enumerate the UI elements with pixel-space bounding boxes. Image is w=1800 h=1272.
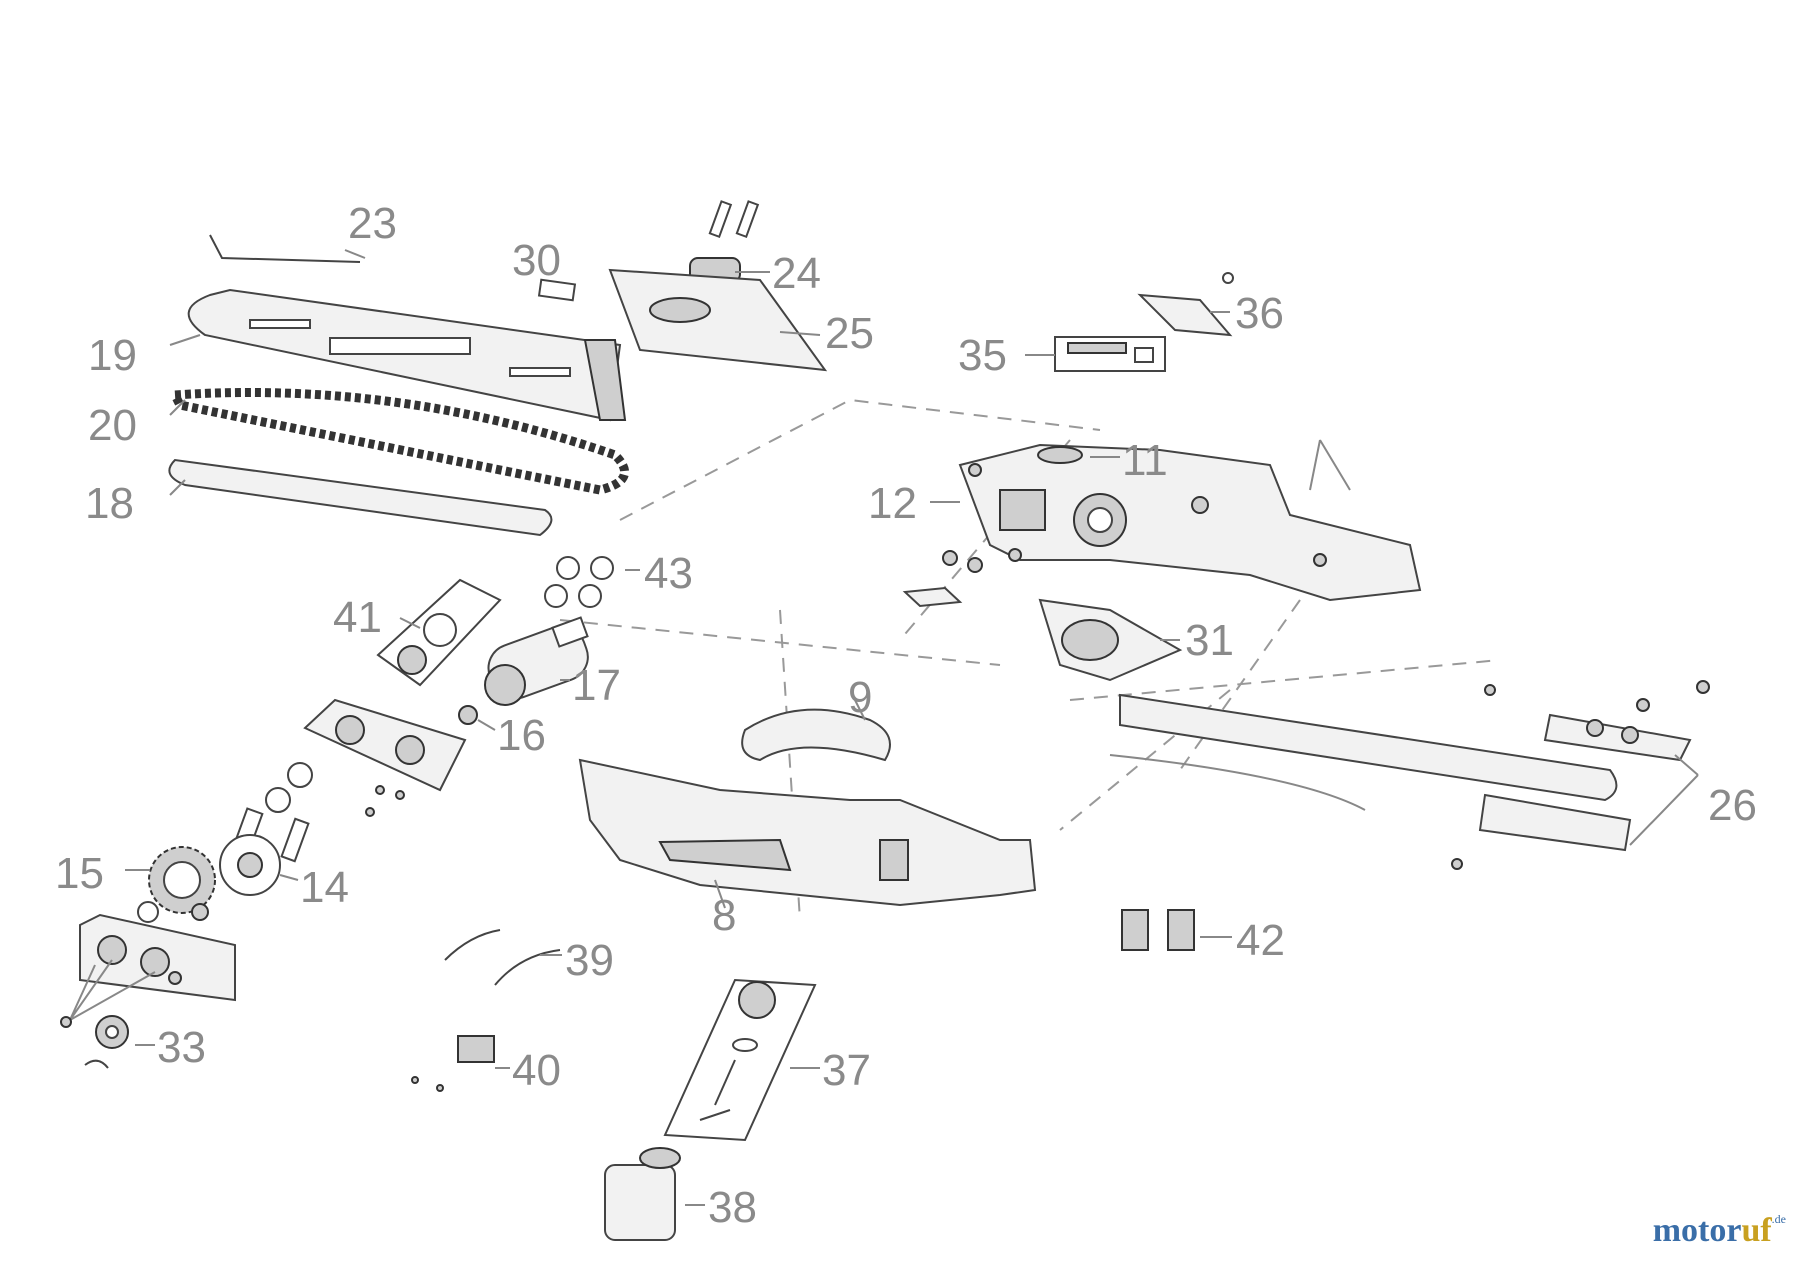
part-24-tensioner bbox=[689, 200, 760, 283]
callout-35: 35 bbox=[958, 331, 1007, 380]
callout-42: 42 bbox=[1236, 916, 1285, 965]
part-36-bracket bbox=[1137, 272, 1234, 337]
housing-screws bbox=[902, 550, 983, 608]
callout-36: 36 bbox=[1235, 289, 1284, 338]
part-18-guide-bar bbox=[168, 458, 553, 537]
part-38-oil-tank bbox=[604, 1147, 681, 1241]
part-20-saw-chain bbox=[167, 388, 630, 495]
callout-37: 37 bbox=[822, 1046, 871, 1095]
callout-8: 8 bbox=[712, 891, 736, 940]
extension-pole bbox=[1109, 693, 1618, 811]
callout-26: 26 bbox=[1708, 781, 1757, 830]
callout-18: 18 bbox=[85, 479, 134, 528]
part-42-carbon-brushes bbox=[1121, 909, 1195, 951]
part-23-hex-key bbox=[209, 234, 361, 263]
callout-9: 9 bbox=[848, 673, 872, 722]
callout-20: 20 bbox=[88, 401, 137, 450]
part-8-housing-shell bbox=[578, 758, 1037, 907]
part-39-oil-hoses bbox=[444, 929, 561, 986]
gear-washers bbox=[137, 901, 209, 923]
part-31-gasket bbox=[1038, 598, 1183, 682]
callout-16: 16 bbox=[497, 711, 546, 760]
callout-41: 41 bbox=[333, 593, 382, 642]
part-19-bar-cover bbox=[187, 288, 627, 422]
callout-23: 23 bbox=[348, 199, 397, 248]
callout-39: 39 bbox=[565, 936, 614, 985]
part-15-drive-gear bbox=[148, 846, 216, 914]
part-9-handle-cover bbox=[741, 708, 891, 762]
part-41-plate-set bbox=[376, 578, 502, 687]
callout-24: 24 bbox=[772, 249, 821, 298]
callout-19: 19 bbox=[88, 331, 137, 380]
callout-43: 43 bbox=[644, 549, 693, 598]
part-43-springs bbox=[544, 556, 614, 608]
part-11-seal bbox=[1037, 446, 1083, 464]
part-33-nut bbox=[84, 1015, 129, 1069]
callout-38: 38 bbox=[708, 1183, 757, 1232]
part-25-sprocket-cover bbox=[608, 268, 828, 372]
callout-15: 15 bbox=[55, 849, 104, 898]
part-14-sprocket-gear bbox=[219, 834, 281, 896]
callout-40: 40 bbox=[512, 1046, 561, 1095]
callout-labels: 23 30 24 25 36 35 19 20 11 12 18 43 41 3… bbox=[55, 199, 1757, 1232]
part-26-pole-clamp bbox=[1451, 680, 1710, 870]
callout-11: 11 bbox=[1122, 436, 1168, 485]
callout-14: 14 bbox=[300, 863, 349, 912]
watermark-part1: motor bbox=[1652, 1212, 1742, 1249]
part-37-oil-cap-set bbox=[663, 978, 817, 1142]
watermark-part2: uf bbox=[1741, 1212, 1772, 1249]
part-40-switch bbox=[411, 1035, 495, 1092]
callout-25: 25 bbox=[825, 309, 874, 358]
callout-30: 30 bbox=[512, 236, 561, 285]
part-12-motor-housing bbox=[958, 439, 1422, 602]
part-30-label bbox=[537, 278, 577, 302]
callout-17: 17 bbox=[572, 661, 621, 710]
gearbox-cover bbox=[60, 913, 236, 1028]
callout-31: 31 bbox=[1185, 616, 1234, 665]
part-17-electric-motor bbox=[484, 616, 589, 706]
part-16-pinion bbox=[458, 705, 478, 725]
watermark-suffix: .de bbox=[1771, 1212, 1786, 1226]
motoruf-watermark: motoruf.de bbox=[1653, 1212, 1786, 1250]
callout-leaders bbox=[125, 249, 1232, 1206]
gearbox-housing bbox=[303, 698, 467, 792]
part-35-bolt-nut bbox=[1054, 336, 1166, 372]
callout-33: 33 bbox=[157, 1023, 206, 1072]
callout-12: 12 bbox=[868, 479, 917, 528]
